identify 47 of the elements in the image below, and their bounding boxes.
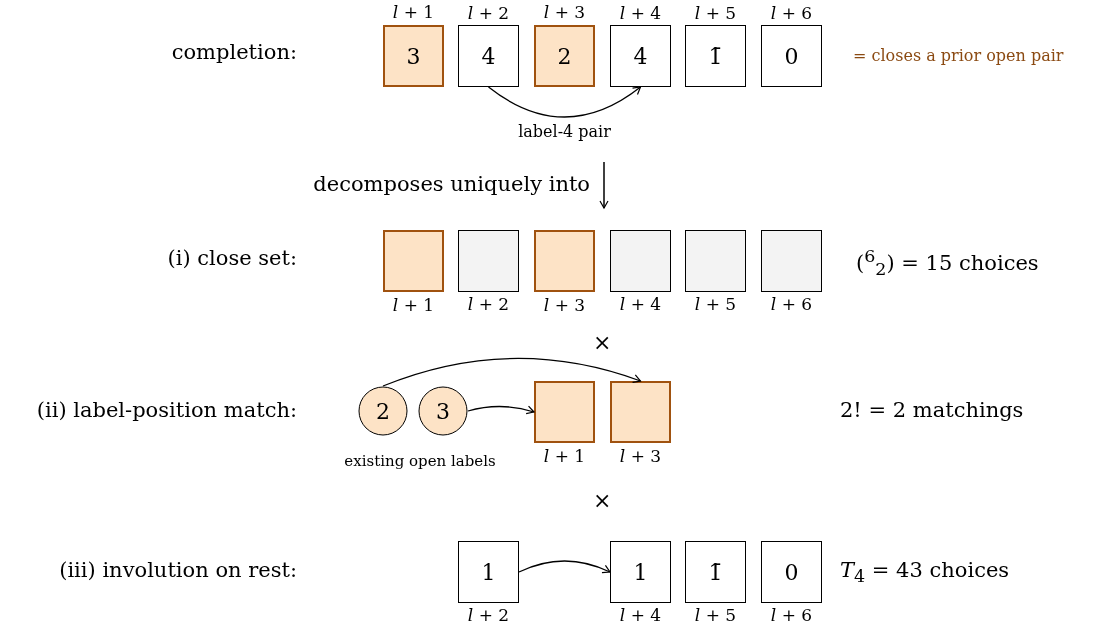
position-label: l + 1: [392, 2, 435, 22]
row-label: completion:: [171, 40, 297, 64]
curved-arrow: [487, 86, 642, 118]
cell-value: 0: [784, 559, 799, 585]
cell-value: 1̄: [708, 559, 723, 585]
position-label: l + 5: [694, 605, 737, 625]
cell-value: 3: [406, 43, 421, 69]
times-sign: ×: [593, 330, 612, 355]
cell-value: 0: [784, 43, 799, 69]
position-label: l + 2: [467, 3, 510, 23]
row-label: (iii) involution on rest:: [59, 558, 297, 582]
cell-value: 1: [633, 559, 648, 585]
cell-value: 2: [376, 398, 390, 424]
position-label: l + 5: [694, 3, 737, 23]
curved-arrow: [382, 357, 642, 387]
cell-value: 1̄: [708, 43, 723, 69]
position-label: l + 1: [392, 295, 435, 315]
curved-arrow: [518, 560, 611, 574]
edge-label: label-4 pair: [516, 121, 613, 141]
position-label: l + 6: [770, 605, 813, 625]
count-formula: T$_{4}$ = 43 choices: [840, 558, 1010, 587]
row-label: (i) close set:: [167, 246, 297, 270]
count-formula: ($^{6}$$_{2}$) = 15 choices: [856, 246, 1039, 280]
cell-value: 4: [633, 43, 648, 69]
position-label: l + 2: [467, 605, 510, 625]
position-label: l + 3: [543, 2, 586, 22]
position-label: l + 6: [770, 294, 813, 314]
position-label: l + 4: [619, 3, 662, 23]
caption: existing open labels: [344, 452, 496, 470]
row-label: (ii) label-position match:: [36, 398, 297, 422]
cell-value: 2: [557, 43, 572, 69]
position-label: l + 4: [619, 294, 662, 314]
position-label: l + 5: [694, 294, 737, 314]
note: = closes a prior open pair: [853, 46, 1064, 65]
cell-value: 1: [481, 559, 496, 585]
step-text: decomposes uniquely into: [313, 172, 590, 196]
count-formula: 2! = 2 matchings: [840, 398, 1024, 422]
position-label: l + 4: [619, 605, 662, 625]
position-label: l + 3: [619, 446, 662, 466]
cell-value: 3: [436, 398, 450, 424]
position-label: l + 6: [770, 3, 813, 23]
cell-value: 4: [481, 43, 496, 69]
times-sign: ×: [593, 488, 612, 513]
curved-arrow: [467, 405, 535, 415]
position-label: l + 3: [543, 295, 586, 315]
position-label: l + 2: [467, 294, 510, 314]
position-label: l + 1: [543, 446, 586, 466]
